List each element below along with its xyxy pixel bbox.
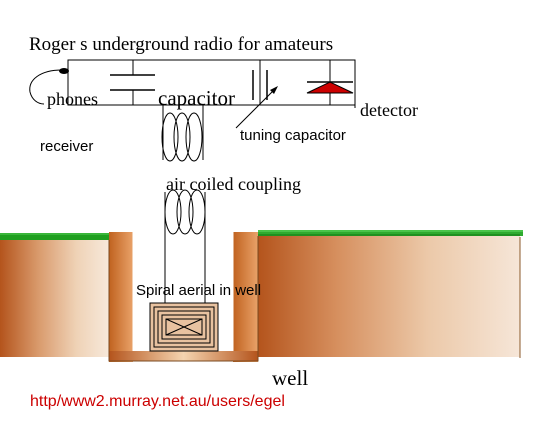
lower-coil — [164, 189, 206, 235]
phones-plug-body — [59, 68, 69, 74]
diagram-title: Roger s underground radio for amateurs — [29, 34, 334, 55]
phones-lead — [29, 69, 63, 105]
grass — [0, 230, 523, 240]
well-label: well — [272, 366, 309, 390]
spiral-aerial-turn — [165, 318, 203, 336]
fixed-capacitor — [110, 74, 155, 91]
ground-right — [258, 235, 520, 357]
grass-right — [258, 230, 523, 236]
spiral-aerial-turn — [161, 314, 207, 340]
spiral-aerial-cross — [165, 318, 203, 336]
detector-diode — [306, 81, 354, 94]
phones-label: phones — [47, 89, 98, 109]
grass-left — [0, 233, 109, 240]
spiral-aerial — [149, 302, 219, 352]
ground-left — [0, 240, 109, 357]
well-wall-right — [233, 232, 258, 362]
tuning-capacitor-arrow — [235, 87, 277, 129]
well-outline — [108, 236, 259, 362]
upper-coil — [161, 112, 204, 162]
ground — [0, 232, 521, 362]
phones-plug — [59, 68, 69, 74]
detector-triangle — [306, 81, 354, 94]
source-url: http/www2.murray.net.au/users/egel — [30, 393, 285, 410]
wire-top — [67, 59, 356, 108]
spiral-aerial-label: Spiral aerial in well — [136, 282, 262, 299]
spiral-aerial-turn — [153, 306, 215, 348]
lower-coil-turn — [188, 189, 206, 235]
tuning-capacitor — [235, 70, 278, 129]
tuning-capacitor-label: tuning capacitor — [240, 127, 346, 144]
spiral-aerial-turn — [157, 310, 211, 344]
upper-coil-turn — [185, 112, 203, 162]
well-wall-left — [109, 232, 133, 362]
capacitor-label: capacitor — [158, 86, 235, 110]
upper-coil-turn — [161, 112, 179, 162]
lower-coil-turn — [164, 189, 182, 235]
lower-coil-turn — [176, 189, 194, 235]
upper-coil-turn — [173, 112, 191, 162]
well-bottom — [109, 351, 258, 361]
receiver-label: receiver — [40, 138, 94, 155]
detector-label: detector — [360, 100, 418, 120]
tuning-capacitor-arrowhead — [270, 86, 278, 94]
air-coupling-label: air coiled coupling — [166, 174, 301, 194]
